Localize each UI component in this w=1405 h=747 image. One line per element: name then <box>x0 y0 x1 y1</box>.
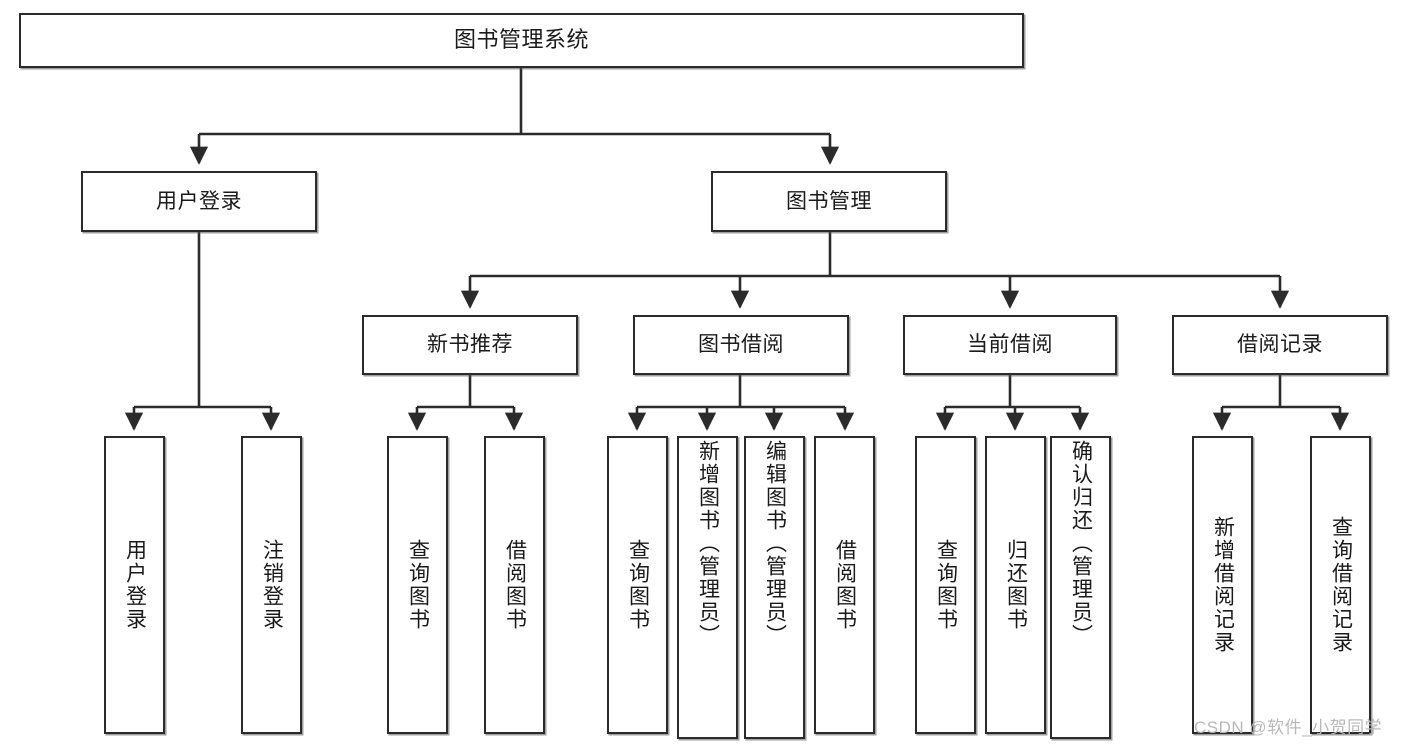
leaf-borrow-book-new-recommend[interactable]: 借阅图书 <box>484 436 545 734</box>
leaf-borrow-book-borrow[interactable]: 借阅图书 <box>814 436 875 734</box>
leaf-query-borrow-record[interactable]: 查询借阅记录 <box>1310 436 1371 734</box>
node-user-login[interactable]: 用户登录 <box>81 171 317 232</box>
leaf-edit-book-admin[interactable]: 编辑图书（管理员） <box>744 436 805 739</box>
leaf-return-book[interactable]: 归还图书 <box>985 436 1046 734</box>
node-book-management[interactable]: 图书管理 <box>711 171 947 232</box>
leaf-user-login[interactable]: 用户登录 <box>104 436 165 734</box>
node-borrow-record[interactable]: 借阅记录 <box>1172 315 1388 375</box>
leaf-query-book-borrow[interactable]: 查询图书 <box>607 436 668 734</box>
node-book-borrow[interactable]: 图书借阅 <box>633 315 849 375</box>
node-current-borrow[interactable]: 当前借阅 <box>903 315 1117 375</box>
csdn-watermark: CSDN @软件_小贺同学 <box>1194 718 1383 737</box>
node-new-book-recommend[interactable]: 新书推荐 <box>362 315 578 375</box>
leaf-query-book-current[interactable]: 查询图书 <box>915 436 976 734</box>
node-root-system[interactable]: 图书管理系统 <box>19 13 1024 68</box>
leaf-add-book-admin[interactable]: 新增图书（管理员） <box>677 436 738 739</box>
leaf-confirm-return-admin[interactable]: 确认归还（管理员） <box>1050 436 1111 739</box>
leaf-add-borrow-record[interactable]: 新增借阅记录 <box>1192 436 1253 734</box>
leaf-logout-login[interactable]: 注销登录 <box>241 436 302 734</box>
leaf-query-book-new-recommend[interactable]: 查询图书 <box>387 436 448 734</box>
